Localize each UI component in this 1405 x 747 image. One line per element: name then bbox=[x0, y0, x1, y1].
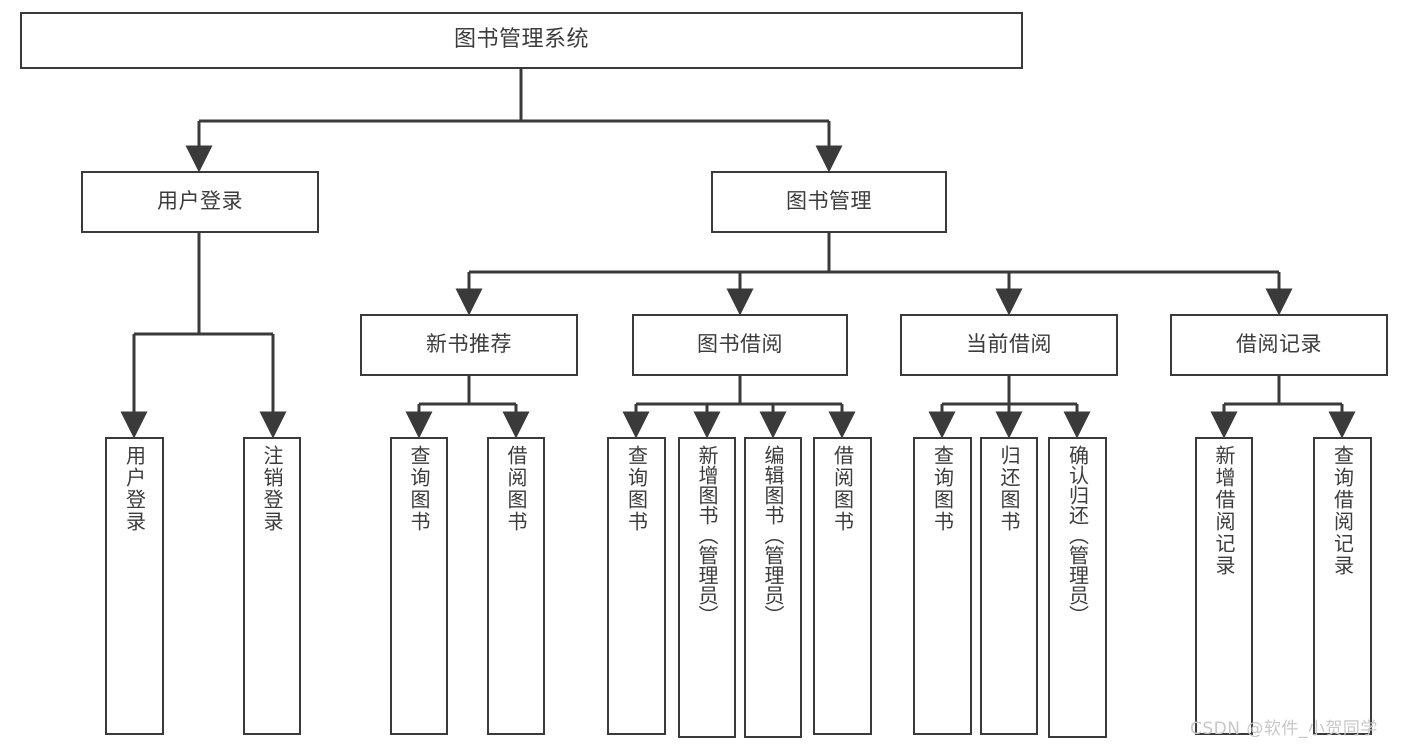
node-leaf-logout[interactable]: 注销登录 bbox=[243, 437, 301, 735]
node-leaf-borrow-book-1[interactable]: 借阅图书 bbox=[487, 437, 545, 735]
node-label: 用户登录 bbox=[122, 445, 147, 533]
node-label: 图书管理系统 bbox=[453, 27, 589, 53]
node-label: 借阅记录 bbox=[1236, 332, 1322, 357]
node-label: 新书推荐 bbox=[426, 332, 512, 357]
node-leaf-add-record[interactable]: 新增借阅记录 bbox=[1195, 437, 1253, 735]
node-label: 用户登录 bbox=[157, 189, 243, 214]
node-book-manage[interactable]: 图书管理 bbox=[711, 171, 947, 233]
node-leaf-query-book-3[interactable]: 查询图书 bbox=[913, 437, 972, 735]
node-label: 图书管理 bbox=[786, 189, 872, 214]
node-label: 借阅图书 bbox=[504, 445, 528, 533]
node-user-login[interactable]: 用户登录 bbox=[81, 171, 319, 233]
node-label: 借阅图书 bbox=[830, 445, 855, 533]
node-label: 当前借阅 bbox=[966, 332, 1052, 357]
node-label: 查询图书 bbox=[930, 445, 955, 533]
node-label: 图书借阅 bbox=[697, 332, 783, 357]
node-leaf-edit-book[interactable]: 编辑图书（管理员） bbox=[744, 437, 802, 738]
node-label: 查询借阅记录 bbox=[1330, 445, 1355, 577]
node-leaf-add-book[interactable]: 新增图书（管理员） bbox=[678, 437, 736, 738]
node-label: 查询图书 bbox=[407, 445, 431, 533]
node-leaf-borrow-book-2[interactable]: 借阅图书 bbox=[813, 437, 872, 735]
node-leaf-query-book-1[interactable]: 查询图书 bbox=[390, 437, 448, 735]
node-label: 查询图书 bbox=[624, 445, 649, 533]
node-label: 新增图书（管理员） bbox=[695, 445, 719, 625]
node-borrow-record[interactable]: 借阅记录 bbox=[1170, 314, 1388, 376]
node-label: 编辑图书（管理员） bbox=[761, 445, 785, 625]
node-leaf-query-book-2[interactable]: 查询图书 bbox=[607, 437, 666, 735]
csdn-watermark: CSDN @软件_小贺同学 bbox=[1190, 719, 1378, 739]
node-leaf-return-book[interactable]: 归还图书 bbox=[980, 437, 1038, 735]
node-leaf-query-record[interactable]: 查询借阅记录 bbox=[1313, 437, 1372, 735]
node-label: 新增借阅记录 bbox=[1212, 445, 1236, 577]
node-leaf-confirm-return[interactable]: 确认归还（管理员） bbox=[1048, 437, 1107, 738]
node-book-borrow[interactable]: 图书借阅 bbox=[632, 314, 848, 376]
node-current-borrow[interactable]: 当前借阅 bbox=[900, 314, 1118, 376]
node-root-system[interactable]: 图书管理系统 bbox=[20, 12, 1023, 69]
node-label: 注销登录 bbox=[260, 445, 284, 533]
node-label: 确认归还（管理员） bbox=[1065, 445, 1090, 625]
node-label: 归还图书 bbox=[997, 445, 1021, 533]
node-leaf-user-login[interactable]: 用户登录 bbox=[105, 437, 164, 735]
node-new-book-rec[interactable]: 新书推荐 bbox=[360, 314, 578, 376]
